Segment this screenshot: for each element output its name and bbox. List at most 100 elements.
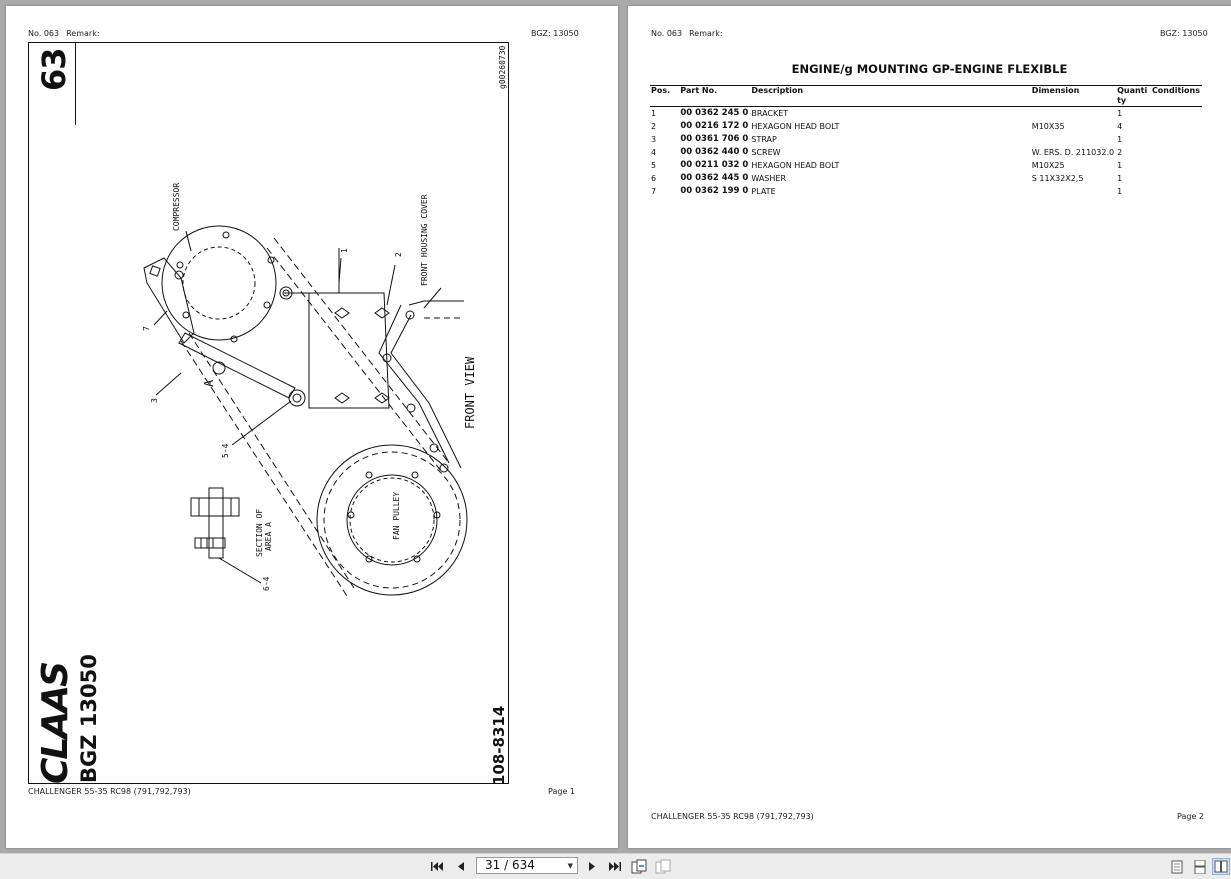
cell-part-no: 00 0362 445 0 [680,173,749,183]
single-page-view-icon[interactable] [1168,858,1186,875]
cell-pos: 1 [651,109,657,118]
engine-mounting-diagram: COMPRESSOR FRONT HOUSING COVER FRONT VIE… [142,183,477,597]
callout-a: A [202,379,216,387]
continuous-view-icon[interactable] [1191,858,1209,875]
cell-quantity: 1 [1117,109,1123,118]
cell-part-no: 00 0361 706 0 [680,134,749,144]
col-description: Description [750,85,1031,107]
cell-part-no: 00 0362 440 0 [680,147,749,157]
cell-dimension: S 11X32X2,5 [1031,174,1084,183]
cell-conditions [1151,120,1202,133]
header-bgz: BGZ: 13050 [531,29,579,38]
header-remark: Remark: [689,29,723,38]
cell-pos: 3 [651,135,657,144]
page-indicator: 31 / 634 [485,858,535,872]
callout-6-4: 6-4 [262,576,271,591]
cell-description: WASHER [751,174,787,183]
cell-description: STRAP [751,135,777,144]
cell-pos: 2 [651,122,657,131]
col-conditions: Conditions [1150,85,1202,107]
next-page-icon[interactable] [583,858,601,875]
page-number-input[interactable]: 31 / 634 ▼ [476,857,578,874]
cell-conditions [1151,159,1202,172]
cell-quantity: 1 [1117,135,1123,144]
cell-conditions [1151,133,1202,146]
first-page-icon[interactable] [429,858,447,875]
insert-pages-icon[interactable] [654,858,672,875]
cell-quantity: 2 [1117,148,1123,157]
parts-list-title: ENGINE/g MOUNTING GP-ENGINE FLEXIBLE [791,62,1068,76]
cell-conditions [1151,146,1202,159]
compressor-pulley [182,246,256,320]
cell-description: BRACKET [751,109,789,118]
viewer-toolbar: 31 / 634 ▼ [0,853,1231,879]
cell-quantity: 4 [1117,122,1123,131]
col-part-no: Part No. [679,85,751,107]
label-front-view: FRONT VIEW [463,356,477,429]
callout-5-4: 5-4 [221,443,230,458]
header-remark: Remark: [66,29,100,38]
fan-pulley-outer [316,444,468,596]
callout-2: 2 [394,252,403,257]
cell-description: HEXAGON HEAD BOLT [751,122,840,131]
label-fan-pulley: FAN PULLEY [392,492,401,540]
col-quantity-line1: Quanti [1117,86,1148,95]
label-compressor: COMPRESSOR [172,183,181,231]
facing-pages-view-icon[interactable] [1212,858,1230,875]
cell-dimension: M10X35 [1031,122,1065,131]
cell-dimension: M10X25 [1031,161,1065,170]
cell-part-no: 00 0362 199 0 [680,186,749,196]
cell-conditions [1151,107,1202,121]
footer-page: Page 2 [1177,812,1204,821]
cell-part-no: 00 0211 032 0 [680,160,749,170]
label-section-line1: SECTION OF [255,509,264,557]
footer-model: CHALLENGER 55-35 RC98 (791,792,793) [651,812,814,821]
chevron-down-icon[interactable]: ▼ [567,862,573,870]
parts-table: Pos. Part No. Description Dimension Quan… [650,85,1202,198]
label-front-housing-cover: FRONT HOUSING COVER [420,194,429,286]
cell-conditions [1151,185,1202,198]
cell-description: PLATE [751,187,776,196]
cell-quantity: 1 [1117,187,1123,196]
cell-pos: 7 [651,187,657,196]
cell-description: HEXAGON HEAD BOLT [751,161,840,170]
extract-pages-icon[interactable] [630,858,648,875]
table-header-row: Pos. Part No. Description Dimension Quan… [650,85,1202,107]
cell-dimension: W. ERS. D. 211032.0 [1031,148,1115,157]
cell-part-no: 00 0362 245 0 [680,108,749,118]
title-strip-divider [75,43,76,125]
previous-page-icon[interactable] [452,858,470,875]
cell-dimension [1031,185,1116,198]
col-dimension: Dimension [1030,85,1117,107]
callout-7: 7 [142,326,151,331]
cell-pos: 4 [651,148,657,157]
callout-1: 1 [340,248,349,253]
strap [178,332,296,399]
col-quantity-line2: ty [1117,96,1127,105]
cell-pos: 5 [651,161,657,170]
cell-quantity: 1 [1117,174,1123,183]
cell-description: SCREW [751,148,781,157]
cell-part-no: 00 0216 172 0 [680,121,749,131]
plate [143,257,195,344]
header-number: No. 063 [28,29,60,38]
page-header-left: No. 063 Remark: [28,29,107,38]
technical-drawing: 63 g00260730 CLAAS BGZ 13050 108-8314 [28,42,509,785]
footer-page: Page 1 [548,787,575,796]
last-page-icon[interactable] [605,858,623,875]
footer-model: CHALLENGER 55-35 RC98 (791,792,793) [28,787,191,796]
cell-dimension [1031,107,1116,121]
pdf-page-1: No. 063 Remark: BGZ: 13050 63 g00260730 C… [6,6,618,848]
compressor-body [161,225,277,341]
